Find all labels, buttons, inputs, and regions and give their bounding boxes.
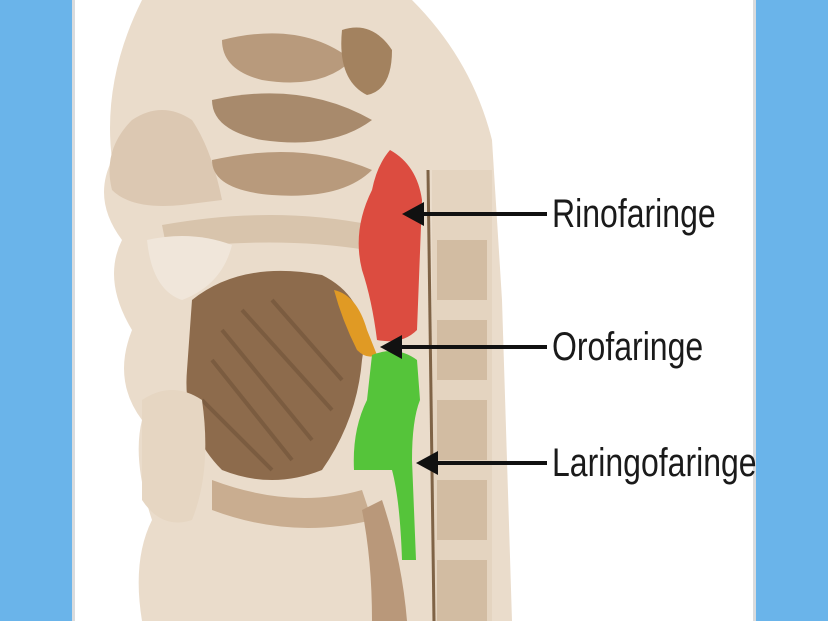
trachea <box>362 500 407 621</box>
vertebra-5 <box>437 560 487 621</box>
vertebra-4 <box>437 480 487 540</box>
vertebra-2 <box>437 320 487 380</box>
label-laryngopharynx: Laringofaringe <box>552 441 756 485</box>
panel-border-right <box>753 0 756 621</box>
left-blue-band <box>0 0 72 621</box>
nasal-concha-middle <box>212 93 372 143</box>
arrow-head-oropharynx <box>380 335 402 359</box>
head-sagittal-illustration <box>104 0 547 621</box>
lower-jaw <box>142 390 206 523</box>
nose-shape <box>109 110 222 206</box>
oropharynx-soft-palate <box>334 290 377 357</box>
pharynx-posterior-wall <box>426 169 436 621</box>
vertebral-column <box>432 170 492 621</box>
nasal-concha-upper <box>222 33 352 83</box>
upper-jaw <box>147 236 232 300</box>
hyoid-region <box>212 480 372 528</box>
vertebra-1 <box>437 240 487 300</box>
vertebra-3 <box>437 400 487 460</box>
label-nasopharynx: Rinofaringe <box>552 192 716 236</box>
label-oropharynx: Orofaringe <box>552 325 704 369</box>
tongue-fibers <box>200 298 344 472</box>
arrow-head-laryngopharynx <box>416 451 438 475</box>
right-blue-band <box>756 0 828 621</box>
panel-border-left <box>72 0 75 621</box>
arrows <box>380 202 547 475</box>
arrow-head-nasopharynx <box>402 202 424 226</box>
nasal-concha-lower <box>212 152 372 196</box>
sphenoid-sinus <box>341 27 392 95</box>
nasopharynx-region <box>358 150 422 342</box>
laryngopharynx-region <box>353 351 420 560</box>
figure-panel: Rinofaringe Orofaringe Laringofaringe <box>72 0 756 621</box>
